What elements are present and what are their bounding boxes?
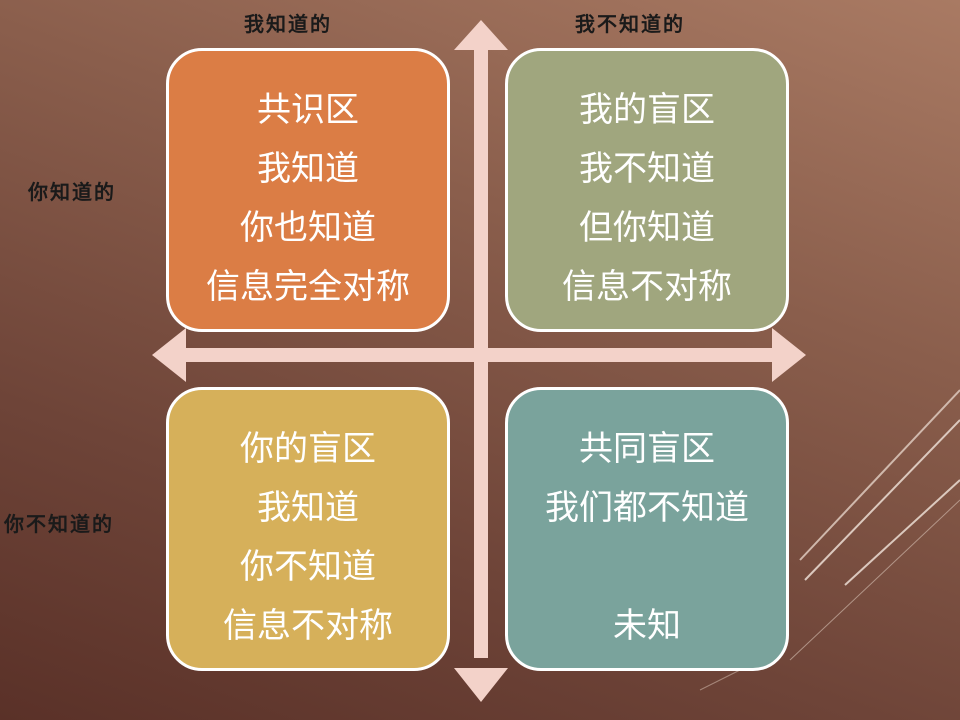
- label-you-dont-know: 你不知道的: [4, 512, 114, 536]
- quadrant-line: 你不知道: [240, 547, 376, 587]
- label-you-know: 你知道的: [28, 180, 116, 204]
- quadrant-line: 信息完全对称: [206, 267, 410, 307]
- label-i-dont-know: 我不知道的: [575, 12, 685, 36]
- quadrant-line: 信息不对称: [223, 606, 393, 646]
- label-i-know: 我知道的: [244, 12, 332, 36]
- quadrant-shared-blindspot: 共同盲区 我们都不知道 未知: [505, 387, 789, 671]
- up-arrowhead: [454, 20, 508, 50]
- down-arrowhead: [454, 668, 508, 702]
- quadrant-line: 我的盲区: [579, 90, 715, 130]
- quadrant-line: 我知道: [257, 149, 359, 189]
- quadrant-my-blindspot: 我的盲区 我不知道 但你知道 信息不对称: [505, 48, 789, 332]
- horizontal-axis-shaft: [180, 348, 780, 362]
- quadrant-consensus: 共识区 我知道 你也知道 信息完全对称: [166, 48, 450, 332]
- quadrant-line: 我知道: [257, 488, 359, 528]
- right-arrowhead: [772, 328, 806, 382]
- left-arrowhead: [152, 328, 186, 382]
- quadrant-line: 我不知道: [579, 149, 715, 189]
- axis-arrow-group: [152, 20, 806, 702]
- quadrant-line: 但你知道: [579, 208, 715, 248]
- quadrant-line: 我们都不知道: [545, 488, 749, 528]
- quadrant-line: 共识区: [257, 90, 359, 130]
- quadrant-line: 未知: [613, 606, 681, 646]
- quadrant-your-blindspot: 你的盲区 我知道 你不知道 信息不对称: [166, 387, 450, 671]
- quadrant-line: 信息不对称: [562, 267, 732, 307]
- quadrant-line: 你的盲区: [240, 429, 376, 469]
- quadrant-line: 你也知道: [240, 208, 376, 248]
- quadrant-line: 共同盲区: [579, 429, 715, 469]
